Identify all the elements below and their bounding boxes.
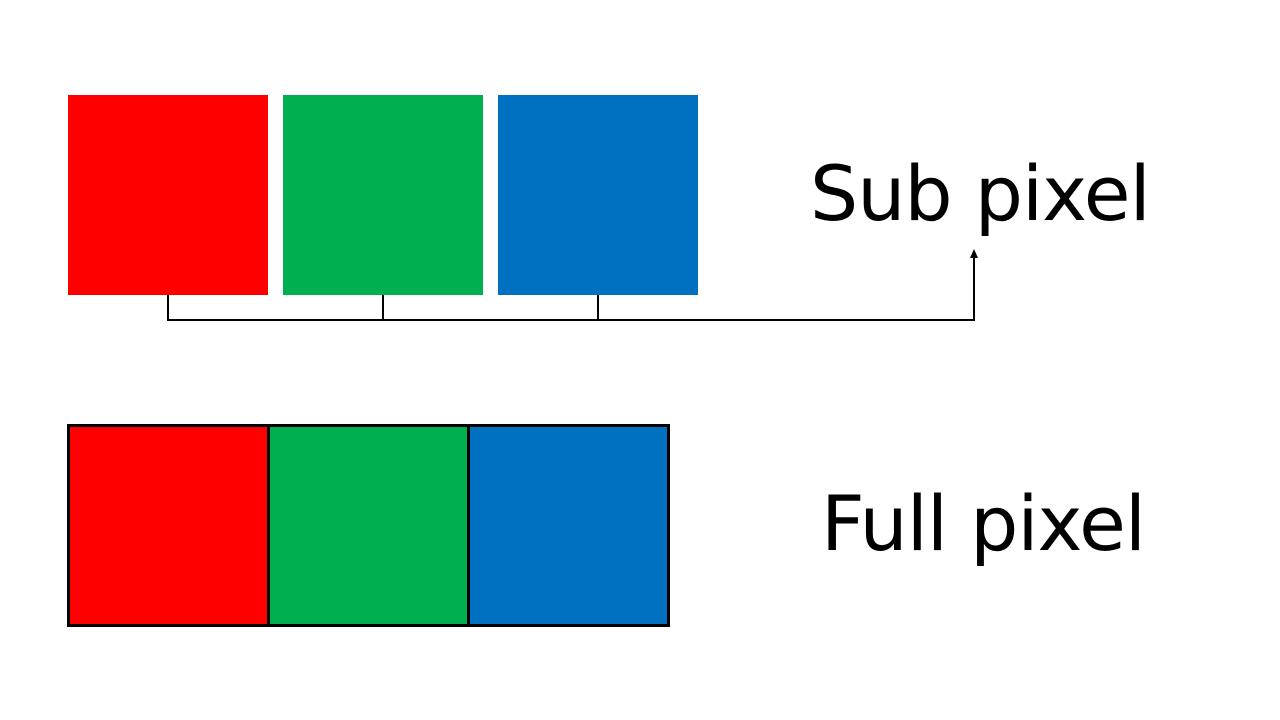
full-pixel-label: Full pixel	[821, 479, 1146, 568]
sub-pixel-blue-block	[498, 95, 698, 295]
sub-pixel-green-block	[283, 95, 483, 295]
full-pixel-group	[67, 424, 670, 627]
full-pixel-green-block	[267, 427, 467, 624]
sub-pixel-red-block	[68, 95, 268, 295]
full-pixel-red-block	[70, 427, 267, 624]
full-pixel-blue-block	[467, 427, 667, 624]
sub-pixel-label: Sub pixel	[810, 149, 1151, 238]
